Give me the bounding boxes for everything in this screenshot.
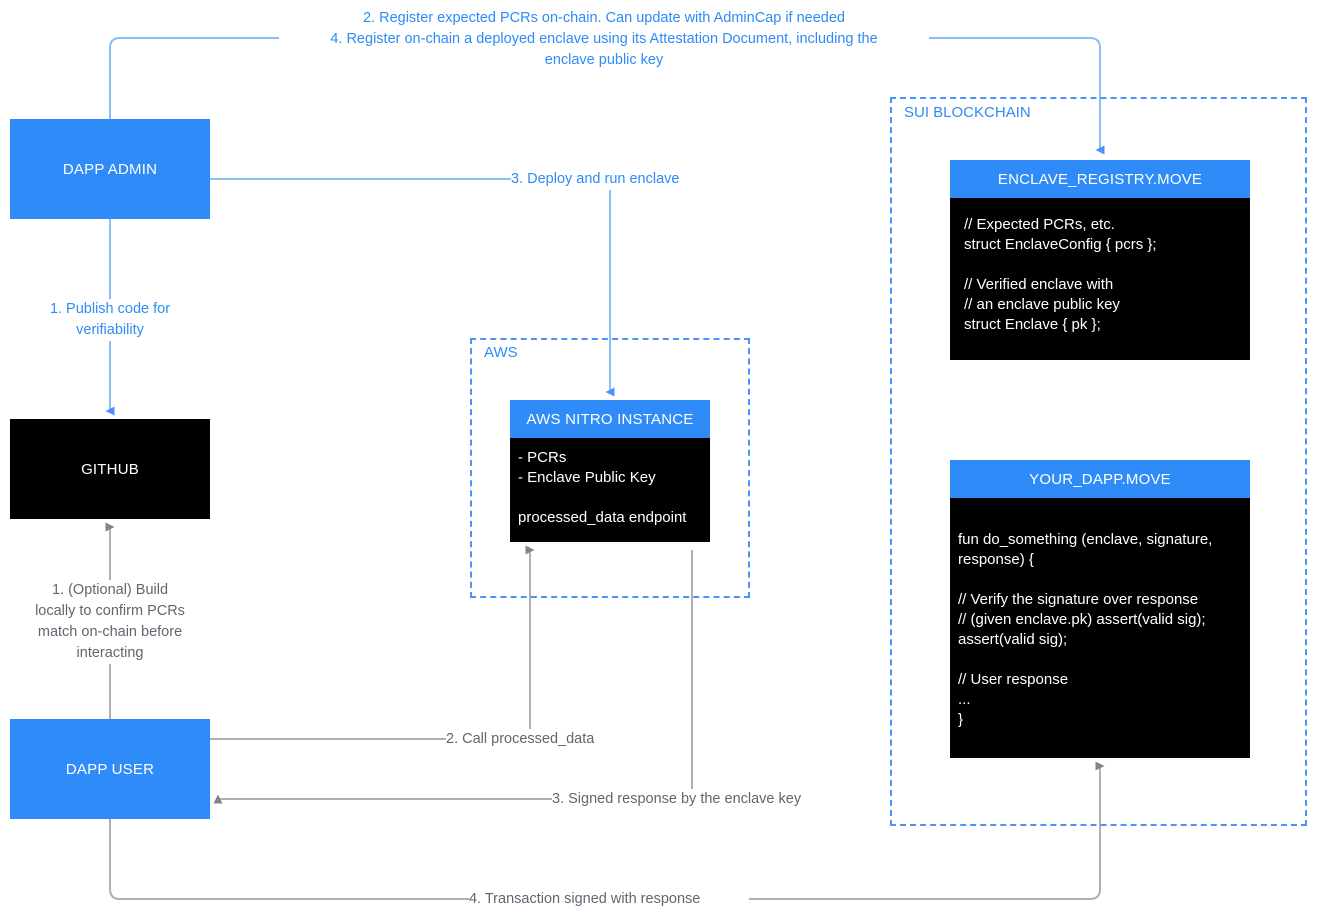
edge-label-nitro-to-user: 3. Signed response by the enclave key bbox=[552, 789, 852, 810]
node-dapp-user-label: DAPP USER bbox=[65, 760, 155, 778]
module-your-dapp-move-body: fun do_something (enclave, signature, re… bbox=[950, 498, 1250, 758]
module-enclave-registry-move[interactable]: ENCLAVE_REGISTRY.MOVE // Expected PCRs, … bbox=[950, 160, 1250, 360]
group-sui-blockchain-label: SUI BLOCKCHAIN bbox=[898, 104, 1037, 121]
group-aws bbox=[470, 338, 750, 598]
edge-label-admin-to-nitro: 3. Deploy and run enclave bbox=[511, 169, 721, 190]
module-your-dapp-move[interactable]: YOUR_DAPP.MOVE fun do_something (enclave… bbox=[950, 460, 1250, 758]
edge-label-user-to-your-dapp-move: 4. Transaction signed with response bbox=[469, 889, 749, 910]
group-aws-label: AWS bbox=[478, 344, 524, 361]
module-aws-nitro-instance-body: - PCRs - Enclave Public Key processed_da… bbox=[510, 438, 710, 542]
module-aws-nitro-instance[interactable]: AWS NITRO INSTANCE - PCRs - Enclave Publ… bbox=[510, 400, 710, 542]
node-github[interactable]: GITHUB bbox=[10, 419, 210, 519]
node-dapp-user[interactable]: DAPP USER bbox=[10, 719, 210, 819]
node-dapp-admin[interactable]: DAPP ADMIN bbox=[10, 119, 210, 219]
group-sui-blockchain bbox=[890, 97, 1307, 826]
module-enclave-registry-move-title: ENCLAVE_REGISTRY.MOVE bbox=[950, 160, 1250, 198]
module-enclave-registry-move-body: // Expected PCRs, etc. struct EnclaveCon… bbox=[950, 198, 1250, 360]
module-your-dapp-move-title: YOUR_DAPP.MOVE bbox=[950, 460, 1250, 498]
edge-label-admin-to-github: 1. Publish code for verifiability bbox=[15, 299, 205, 341]
node-github-label: GITHUB bbox=[81, 460, 139, 478]
node-dapp-admin-label: DAPP ADMIN bbox=[62, 160, 158, 178]
edge-label-user-to-github: 1. (Optional) Build locally to confirm P… bbox=[15, 580, 205, 664]
module-aws-nitro-instance-title: AWS NITRO INSTANCE bbox=[510, 400, 710, 438]
edge-label-user-to-nitro: 2. Call processed_data bbox=[446, 729, 636, 750]
edge-label-admin-to-enclave-registry: 2. Register expected PCRs on-chain. Can … bbox=[279, 8, 929, 71]
